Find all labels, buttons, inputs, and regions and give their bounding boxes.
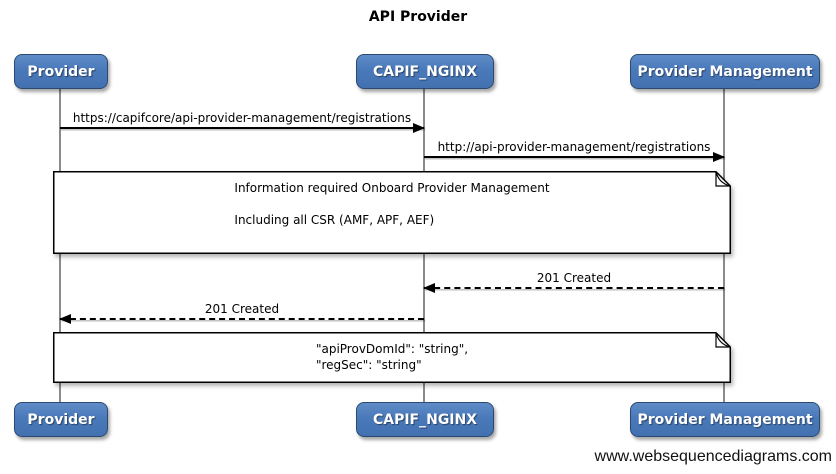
message-201-created-to-nginx: 201 Created <box>423 271 724 293</box>
note-dogear-icon <box>715 332 731 348</box>
message-label: http://api-provider-management/registrat… <box>437 140 711 154</box>
actor-provider-bottom: Provider <box>14 402 108 437</box>
message-line <box>424 152 725 162</box>
message-http-registrations: http://api-provider-management/registrat… <box>424 140 725 162</box>
note-onboard-provider-management: Information required Onboard Provider Ma… <box>53 171 731 254</box>
diagram-title: API Provider <box>368 9 468 25</box>
message-201-created-to-provider: 201 Created <box>59 302 424 324</box>
note-line: Including all CSR (AMF, APF, AEF) <box>234 213 435 227</box>
note-line <box>234 196 549 212</box>
actor-provider-top: Provider <box>14 54 108 89</box>
arrowhead-left-icon <box>423 283 435 293</box>
actor-capif-nginx-top: CAPIF_NGINX <box>356 54 494 89</box>
message-line <box>60 123 425 133</box>
message-label: 201 Created <box>536 271 612 285</box>
actor-capif-nginx-bottom: CAPIF_NGINX <box>356 402 494 437</box>
arrowhead-right-icon <box>413 123 425 133</box>
note-line: Information required Onboard Provider Ma… <box>234 181 550 195</box>
note-dogear-icon <box>715 171 731 187</box>
message-label: https://capifcore/api-provider-managemen… <box>72 111 412 125</box>
actor-provider-management-top: Provider Management <box>630 54 820 89</box>
message-https-registrations: https://capifcore/api-provider-managemen… <box>60 111 425 133</box>
message-line <box>59 314 424 324</box>
note-outline <box>53 171 731 254</box>
arrowhead-right-icon <box>713 152 725 162</box>
actor-provider-management-bottom: Provider Management <box>630 402 820 437</box>
watermark: www.websequencediagrams.com <box>594 448 832 465</box>
message-label: 201 Created <box>204 302 280 316</box>
note-line: "regSec": "string" <box>315 358 422 372</box>
arrowhead-left-icon <box>59 314 71 324</box>
note-line: "apiProvDomId": "string", <box>315 342 469 356</box>
note-outline <box>53 332 731 383</box>
note-response-body: "apiProvDomId": "string", "regSec": "str… <box>53 332 731 383</box>
message-line <box>423 283 724 293</box>
